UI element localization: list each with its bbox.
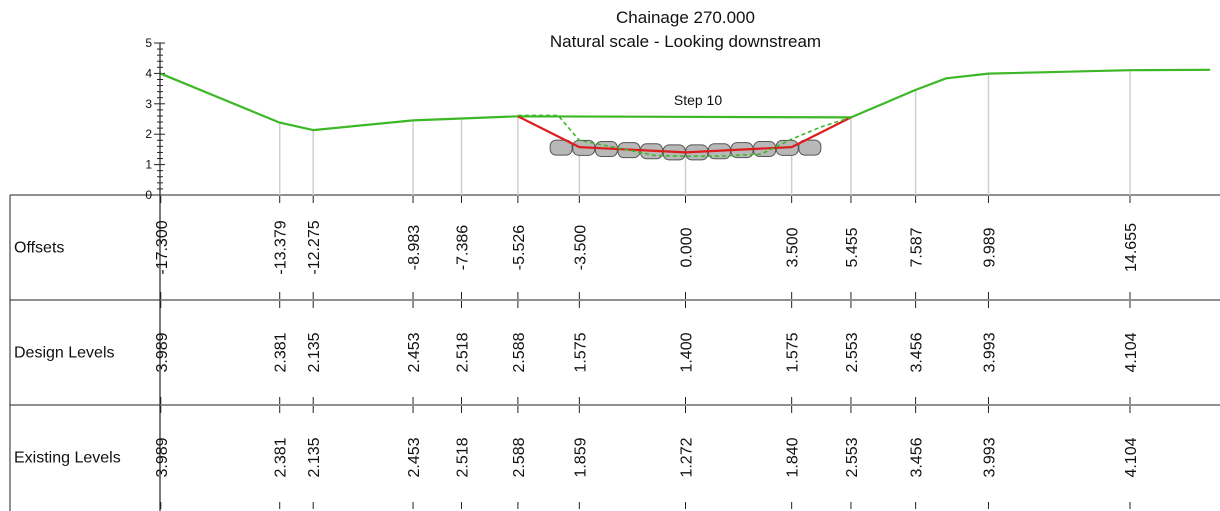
rock-armour-stone: [549, 139, 573, 156]
cell-existing: 3.993: [981, 437, 998, 477]
cell-offsets: -3.500: [572, 225, 589, 270]
cell-offsets: -7.386: [454, 225, 471, 270]
cell-offsets: -13.379: [273, 220, 290, 274]
cell-design: 1.400: [679, 332, 696, 372]
cell-offsets: 14.655: [1123, 223, 1140, 272]
cell-design: 3.456: [909, 332, 926, 372]
cell-offsets: 0.000: [679, 227, 696, 267]
cell-design: 3.993: [981, 332, 998, 372]
y-tick-label: 3: [145, 97, 152, 111]
cell-existing: 1.840: [785, 437, 802, 477]
cell-existing: 2.453: [406, 437, 423, 477]
cell-existing: 2.518: [454, 437, 471, 477]
cell-design: 2.381: [273, 332, 290, 372]
cell-offsets: -8.983: [406, 225, 423, 270]
chart-title: Chainage 270.000: [616, 8, 755, 27]
cell-design: 2.588: [511, 332, 528, 372]
cell-design: 2.518: [454, 332, 471, 372]
cell-design: 4.104: [1123, 332, 1140, 372]
row-label-offsets: Offsets: [14, 240, 64, 257]
y-tick-label: 0: [145, 188, 152, 202]
cell-existing: 4.104: [1123, 437, 1140, 477]
cell-offsets: -17.300: [154, 220, 171, 274]
y-tick-label: 4: [145, 66, 152, 80]
cell-existing: 2.135: [306, 437, 323, 477]
rock-armour-stone: [798, 139, 822, 156]
cell-offsets: 5.455: [844, 227, 861, 267]
chart-subtitle: Natural scale - Looking downstream: [549, 32, 822, 51]
cell-offsets: -5.526: [511, 225, 528, 270]
cell-design: 3.989: [154, 332, 171, 372]
cell-existing: 1.272: [679, 437, 696, 477]
cell-existing: 2.553: [844, 437, 861, 477]
cell-offsets: 7.587: [909, 227, 926, 267]
cell-existing: 3.456: [909, 437, 926, 477]
y-tick-label: 2: [145, 127, 152, 141]
cell-offsets: 3.500: [785, 227, 802, 267]
cell-existing: 3.989: [154, 437, 171, 477]
cell-design: 2.553: [844, 332, 861, 372]
y-tick-label: 1: [145, 158, 152, 172]
cell-design: 2.453: [406, 332, 423, 372]
cell-existing: 2.381: [273, 437, 290, 477]
design-line: [517, 115, 852, 154]
cell-offsets: -12.275: [306, 220, 323, 274]
cell-offsets: 9.989: [981, 227, 998, 267]
row-label-existing: Existing Levels: [14, 450, 121, 467]
cell-design: 2.135: [306, 332, 323, 372]
step-label: Step 10: [673, 92, 723, 108]
cell-existing: 1.859: [572, 437, 589, 477]
cell-design: 1.575: [785, 332, 802, 372]
y-tick-label: 5: [145, 36, 152, 50]
cell-existing: 2.588: [511, 437, 528, 477]
cell-design: 1.575: [572, 332, 589, 372]
row-label-design: Design Levels: [14, 345, 115, 362]
existing_ground-line: [160, 68, 1211, 132]
existing_dashed-line: [517, 114, 852, 158]
